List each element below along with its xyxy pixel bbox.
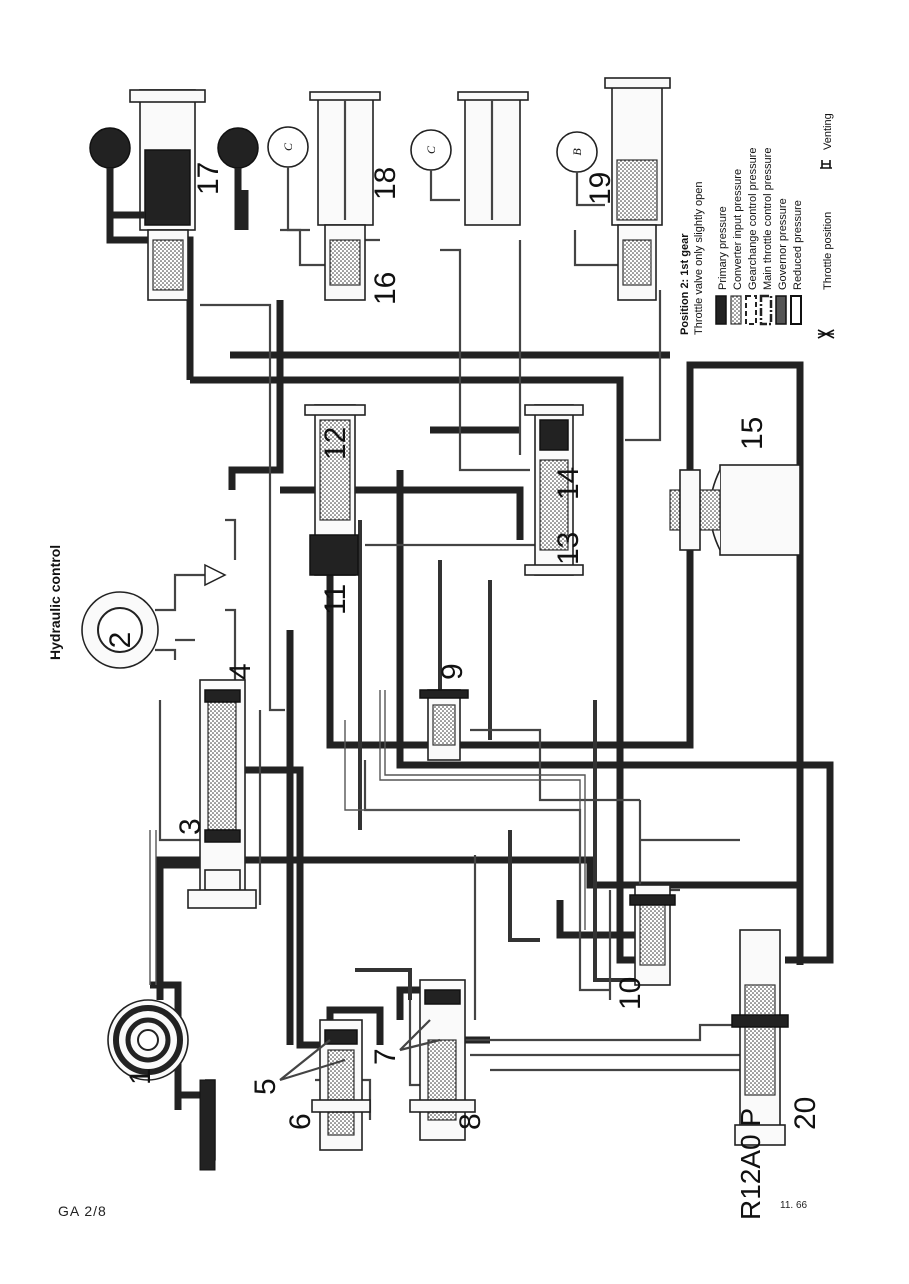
legend-swatch-reduced (790, 295, 802, 325)
valve-9 (419, 689, 469, 761)
legend-label-primary: Primary pressure (717, 206, 729, 290)
circle-label-c-2: C (410, 129, 460, 202)
legend-label-venting: Venting (822, 113, 834, 150)
valve-11-12 (304, 404, 366, 576)
legend-label-throttle-position: Throttle position (822, 212, 834, 290)
selector-position-label: R12A0 P (735, 1108, 766, 1220)
circle-letter-b: B (570, 148, 584, 156)
cylinder-18 (309, 91, 381, 301)
cylinder-middle (457, 91, 529, 226)
callout-11: 11 (319, 584, 352, 615)
diagram-body: C C B 1 2 3 4 5 6 7 8 9 10 11 12 13 14 (47, 77, 835, 1220)
callout-9: 9 (436, 663, 469, 680)
callout-19: 19 (584, 172, 617, 205)
callout-2: 2 (104, 632, 137, 649)
diagram-title: Hydraulic control (47, 545, 63, 660)
component-2 (81, 518, 237, 680)
callout-7: 7 (369, 1048, 402, 1065)
circle-label-c-1: C (267, 126, 310, 232)
legend-label-converter: Converter input pressure (732, 169, 744, 290)
legend-swatch-primary (715, 295, 727, 325)
callout-6: 6 (284, 1113, 317, 1130)
footer-page-code: GA 2/8 (58, 1203, 107, 1219)
legend-label-governor: Governor pressure (777, 198, 789, 290)
throttle-position-icon (817, 329, 835, 339)
legend-label-throttle: Main throttle control pressure (762, 148, 774, 290)
callout-numbers: 1 2 3 4 5 6 7 8 9 10 11 12 13 14 15 16 1… (104, 162, 822, 1130)
legend-swatch-governor (775, 295, 787, 325)
footer-date: 11. 66 (780, 1200, 808, 1211)
callout-5: 5 (249, 1078, 282, 1095)
venting-icon (820, 160, 832, 169)
legend-label-gearchange: Gearchange control pressure (747, 148, 759, 290)
callout-17: 17 (192, 162, 225, 195)
component-15 (669, 464, 801, 556)
ground-block (199, 1079, 216, 1171)
converter-input-lines (149, 690, 586, 985)
callout-3: 3 (174, 818, 207, 835)
callout-18: 18 (369, 167, 402, 200)
callout-leaders (279, 1019, 441, 1082)
circle-label-b: B (556, 131, 605, 207)
legend-subheading: Throttle valve only slightly open (693, 182, 705, 335)
callout-15: 15 (736, 417, 769, 450)
selector-valve-20 (731, 929, 789, 1146)
valve-10 (629, 884, 676, 986)
callout-14: 14 (552, 467, 585, 500)
control-pressure-lines (328, 520, 650, 1090)
valve-5-6 (311, 1019, 371, 1151)
legend-swatch-throttle (759, 294, 773, 326)
cylinder-19 (604, 77, 671, 301)
legend-heading: Position 2: 1st gear (679, 233, 691, 335)
cylinder-17 (89, 89, 259, 301)
legend: Position 2: 1st gear Throttle valve only… (679, 113, 835, 339)
circle-letter-c: C (281, 142, 295, 151)
callout-13: 13 (552, 532, 585, 565)
valve-13-14 (524, 404, 584, 576)
callout-4: 4 (224, 663, 257, 680)
valve-3-4 (187, 679, 257, 909)
callout-10: 10 (614, 977, 647, 1010)
callout-12: 12 (319, 427, 352, 460)
legend-swatch-converter (730, 295, 742, 325)
valve-7-8 (409, 979, 476, 1141)
callout-20: 20 (789, 1097, 822, 1130)
legend-swatch-gearchange (745, 295, 757, 325)
legend-label-reduced: Reduced pressure (792, 200, 804, 290)
callout-16: 16 (369, 272, 402, 305)
callout-8: 8 (454, 1113, 487, 1130)
callout-1: 1 (124, 1068, 157, 1085)
circle-letter-c: C (424, 145, 438, 154)
